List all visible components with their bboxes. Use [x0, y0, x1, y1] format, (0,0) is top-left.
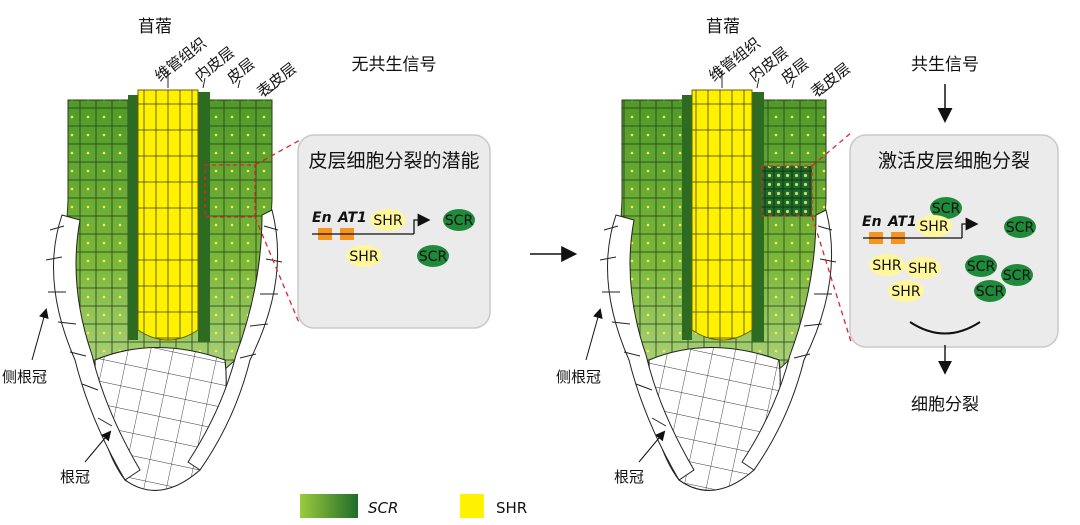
left-protein-scr-2: SCR: [419, 249, 448, 265]
right-panel: 激活皮层细胞分裂 En AT1 SCR SHR SCR SHR SHR SHR …: [849, 134, 1059, 348]
right-promoter-at1: AT1: [887, 214, 917, 230]
legend-scr-swatch: [300, 494, 358, 518]
right-protein-shr-2: SHR: [872, 258, 901, 274]
right-signal-label: 共生信号: [911, 55, 979, 75]
legend: SCR SHR: [300, 494, 527, 518]
right-protein-shr-3: SHR: [908, 261, 937, 277]
right-protein-scr-5: SCR: [976, 284, 1005, 300]
left-promoter-at1: AT1: [337, 210, 367, 226]
right-protein-scr-4: SCR: [1003, 268, 1032, 284]
right-protein-shr-4: SHR: [891, 284, 920, 300]
left-root-cap-label: 根冠: [60, 468, 90, 486]
left-lateral-root-cap: [53, 214, 141, 481]
left-title: 苜蓿: [138, 17, 172, 37]
left-promoter-en: En: [312, 210, 332, 226]
left-protein-scr-1: SCR: [445, 213, 474, 229]
right-lateral-root-cap: [607, 214, 695, 481]
right-title: 苜蓿: [706, 17, 740, 37]
right-protein-shr-1: SHR: [919, 219, 948, 235]
right-panel-title: 激活皮层细胞分裂: [878, 150, 1030, 172]
legend-shr-swatch: [460, 494, 484, 518]
right-promoter-en: En: [862, 214, 882, 230]
left-root: [45, 70, 301, 491]
left-tissue-epidermis: 表皮层: [253, 59, 300, 101]
right-root-cap-label: 根冠: [614, 468, 644, 486]
left-cortex-highlight: [204, 164, 256, 218]
left-panel-title: 皮层细胞分裂的潜能: [308, 150, 479, 172]
right-outcome-label: 细胞分裂: [911, 395, 979, 415]
right-dividing-cortex: [761, 165, 813, 217]
right-root: [599, 70, 853, 491]
legend-shr-label: SHR: [496, 499, 527, 517]
left-panel: 皮层细胞分裂的潜能 En AT1 SHR SCR SHR SCR: [297, 134, 491, 329]
right-protein-scr-2: SCR: [1006, 220, 1035, 236]
membrane-curve: [909, 321, 981, 335]
left-protein-shr-1: SHR: [373, 213, 402, 229]
right-tissue-epidermis: 表皮层: [807, 59, 854, 101]
legend-scr-label: SCR: [368, 499, 398, 517]
left-signal-label: 无共生信号: [352, 55, 437, 75]
right-lateral-root-cap-label: 侧根冠: [556, 368, 601, 386]
left-lateral-root-cap-label: 侧根冠: [2, 368, 47, 386]
left-protein-shr-2: SHR: [349, 249, 378, 265]
right-protein-scr-3: SCR: [967, 259, 996, 275]
left-endodermis-dark-band: [128, 95, 138, 340]
right-protein-scr-1: SCR: [932, 201, 961, 217]
